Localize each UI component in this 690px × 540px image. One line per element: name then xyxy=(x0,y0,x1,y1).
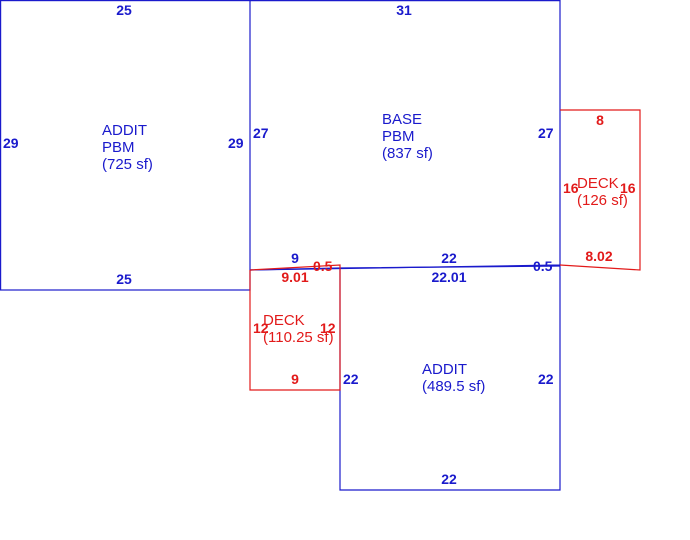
dim-deck-right-top: 8 xyxy=(596,112,604,128)
dim-addit-lower-left: 22 xyxy=(343,371,359,387)
addit-pbm-label-3: (725 sf) xyxy=(102,156,153,173)
addit-lower-label-2: (489.5 sf) xyxy=(422,378,485,395)
dim-addit-pbm-top: 25 xyxy=(116,2,132,18)
dim-addit-pbm-left: 29 xyxy=(3,135,19,151)
base-pbm-label-2: PBM xyxy=(382,128,415,145)
deck-right-outline xyxy=(559,109,641,271)
dim-base-left: 27 xyxy=(253,125,269,141)
dim-base-top: 31 xyxy=(396,2,412,18)
deck-left-outline xyxy=(249,264,341,391)
deck-right-label-2: (126 sf) xyxy=(577,192,628,209)
dim-deck-left-bottom: 9 xyxy=(291,371,299,387)
dim-deck-left-right: 12 xyxy=(320,320,336,336)
dim-addit-lower-bottom: 22 xyxy=(441,471,457,487)
addit-pbm-outline xyxy=(0,0,251,291)
deck-right-label-1: DECK xyxy=(577,175,619,192)
dim-deck-left-step: 0.5 xyxy=(313,258,333,274)
dim-base-right: 27 xyxy=(538,125,554,141)
base-pbm-label-3: (837 sf) xyxy=(382,145,433,162)
dim-addit-pbm-bottom: 25 xyxy=(116,271,132,287)
base-pbm-label-1: BASE xyxy=(382,111,422,128)
dim-addit-lower-right: 22 xyxy=(538,371,554,387)
addit-lower-label-1: ADDIT xyxy=(422,361,467,378)
addit-pbm-label-1: ADDIT xyxy=(102,122,147,139)
dim-deck-left-top: 9.01 xyxy=(281,269,308,285)
dim-base-bottom-left: 9 xyxy=(291,250,299,266)
addit-pbm-label-2: PBM xyxy=(102,139,135,156)
dim-deck-right-right: 16 xyxy=(620,180,636,196)
dim-base-bottom-right: 22 xyxy=(441,250,457,266)
dim-addit-pbm-right: 29 xyxy=(228,135,244,151)
deck-left-label-2: (110.25 sf) xyxy=(263,329,334,346)
dim-deck-right-left: 16 xyxy=(563,180,579,196)
dim-deck-left-left: 12 xyxy=(253,320,269,336)
deck-left-label-1: DECK xyxy=(263,312,305,329)
dim-addit-lower-top: 22.01 xyxy=(431,269,466,285)
dim-base-step: 0.5 xyxy=(533,258,553,274)
dim-deck-right-bottom: 8.02 xyxy=(585,248,612,264)
